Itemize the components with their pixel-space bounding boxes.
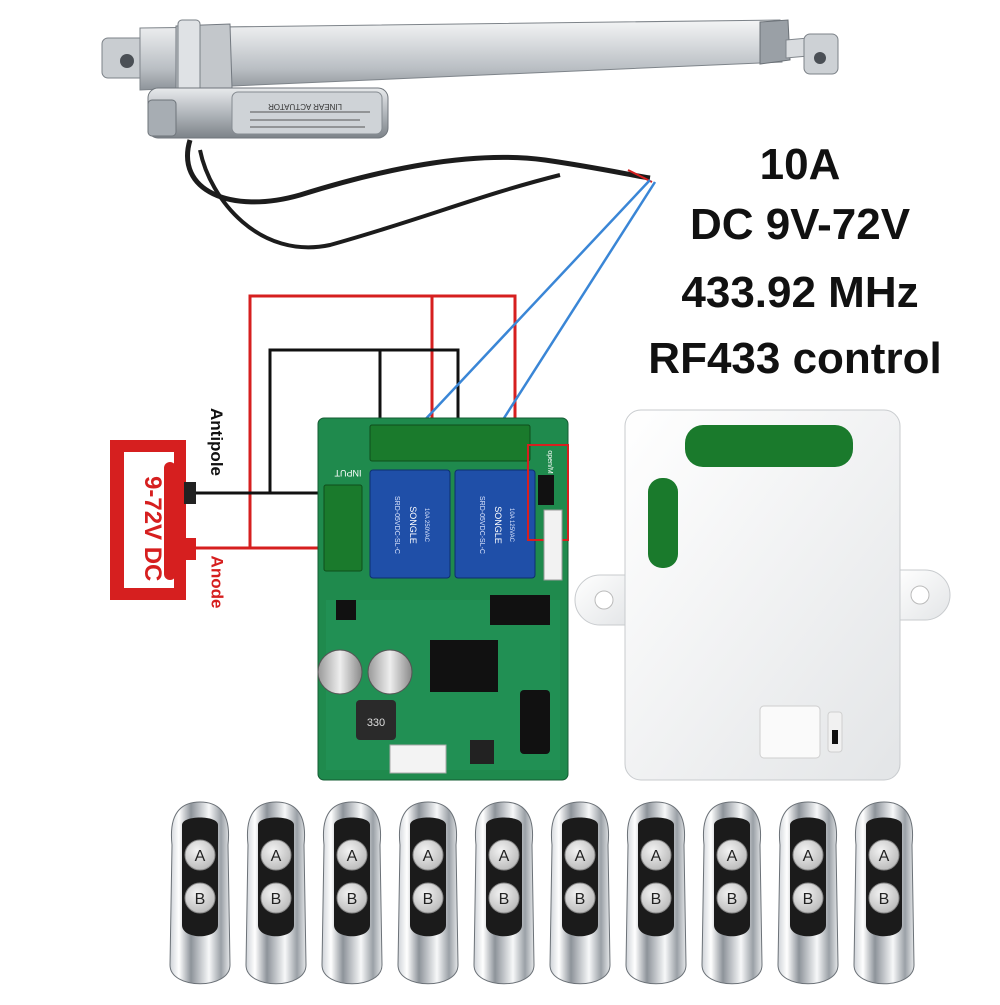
remote-button-label: B [423, 891, 434, 908]
remote-button-label: B [879, 891, 890, 908]
remote-button-label: A [499, 848, 510, 865]
input-label: INPUT [334, 468, 362, 478]
remote-button-label: A [271, 848, 282, 865]
relay-rating: 10A 250VAC [423, 508, 429, 543]
remote-button-b[interactable] [640, 882, 672, 914]
remote-button-b[interactable] [716, 882, 748, 914]
remote-button-label: B [803, 891, 814, 908]
receiver-board: SONGLE SRD-05VDC-SL-C SONGLE SRD-05VDC-S… [317, 417, 569, 781]
remote-button-label: B [499, 891, 510, 908]
remote-button-label: A [195, 848, 206, 865]
remote-control: AB [701, 801, 763, 985]
remote-control: AB [625, 801, 687, 985]
remote-button-label: B [651, 891, 662, 908]
remote-control: AB [321, 801, 383, 985]
remote-button-b[interactable] [792, 882, 824, 914]
actuator-label: LINEAR ACTUATOR [268, 102, 342, 111]
remote-button-label: A [575, 848, 586, 865]
linear-actuator: LINEAR ACTUATOR [101, 19, 839, 139]
spec-current: 10A [759, 140, 841, 189]
remote-control: AB [397, 801, 459, 985]
remote-button-b[interactable] [336, 882, 368, 914]
remote-control: AB [777, 801, 839, 985]
power-voltage-label: 9-72V DC [139, 476, 166, 582]
remote-button-a[interactable] [336, 839, 368, 871]
remote-button-b[interactable] [184, 882, 216, 914]
relay-1-model: SRD-05VDC-SL-C [393, 496, 400, 554]
remote-button-label: B [727, 891, 738, 908]
remote-control: AB [169, 801, 231, 985]
relay-2-model: SRD-05VDC-SL-C [478, 496, 485, 554]
spec-voltage: DC 9V-72V [689, 200, 911, 249]
remote-button-label: B [271, 891, 282, 908]
remote-button-label: B [347, 891, 358, 908]
remote-button-a[interactable] [488, 839, 520, 871]
remote-control: AB [853, 801, 915, 985]
remote-button-a[interactable] [260, 839, 292, 871]
remote-button-label: A [727, 848, 738, 865]
remote-button-a[interactable] [184, 839, 216, 871]
remote-button-b[interactable] [488, 882, 520, 914]
remote-button-b[interactable] [564, 882, 596, 914]
remote-button-label: A [879, 848, 890, 865]
power-supply [110, 440, 196, 600]
remote-button-label: A [803, 848, 814, 865]
spec-control: RF433 control [648, 334, 942, 383]
anode-label: Anode [207, 555, 227, 609]
remote-button-label: B [575, 891, 586, 908]
relay-1-brand: SONGLE [408, 506, 418, 544]
inductor-label: 330 [367, 717, 385, 729]
remote-button-a[interactable] [792, 839, 824, 871]
remote-button-a[interactable] [868, 839, 900, 871]
remote-button-label: B [195, 891, 206, 908]
remote-button-b[interactable] [412, 882, 444, 914]
remote-button-b[interactable] [260, 882, 292, 914]
actuator-cable [185, 139, 651, 205]
spec-frequency: 433.92 MHz [681, 268, 919, 317]
remote-button-label: A [423, 848, 434, 865]
remote-control: AB [549, 801, 611, 985]
remote-button-label: A [651, 848, 662, 865]
wiring [196, 179, 657, 550]
remote-button-a[interactable] [716, 839, 748, 871]
relay-2-brand: SONGLE [493, 506, 503, 544]
remote-button-a[interactable] [564, 839, 596, 871]
remote-button-a[interactable] [640, 839, 672, 871]
jumper-label: open/M [546, 450, 553, 474]
enclosure-box [574, 409, 951, 781]
remote-button-b[interactable] [868, 882, 900, 914]
relay-rating-2: 10A 125VAC [508, 508, 514, 543]
remote-button-a[interactable] [412, 839, 444, 871]
remote-control: AB [473, 801, 535, 985]
remote-button-label: A [347, 848, 358, 865]
remote-control: AB [245, 801, 307, 985]
antipole-label: Antipole [207, 408, 226, 476]
